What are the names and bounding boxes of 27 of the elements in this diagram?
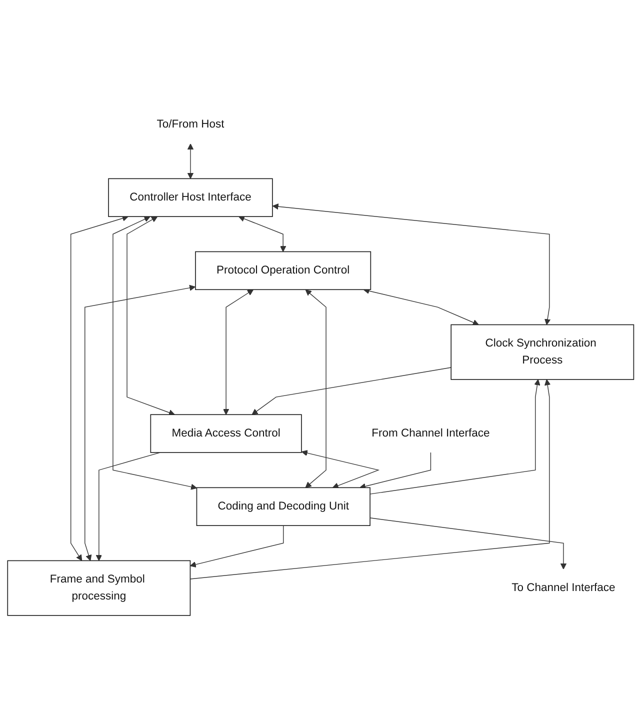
arrow xyxy=(222,290,254,416)
arrow xyxy=(305,290,326,488)
node-box: Coding and Decoding Unit xyxy=(196,488,370,526)
arrow xyxy=(126,216,175,416)
arrow xyxy=(96,452,160,562)
arrow xyxy=(370,518,567,570)
arrow xyxy=(190,526,284,568)
arrow xyxy=(272,204,551,326)
arrow xyxy=(363,288,479,326)
arrow xyxy=(370,380,540,495)
node-text: To/From Host xyxy=(156,118,224,131)
arrow xyxy=(252,368,452,416)
node-box: Clock Synchronization Process xyxy=(450,324,634,380)
arrow xyxy=(84,285,196,562)
arrow xyxy=(187,144,194,180)
node-box: Media Access Control xyxy=(150,414,302,454)
node-text: To Channel Interface xyxy=(512,582,616,594)
arrow xyxy=(112,216,197,490)
arrow xyxy=(301,450,380,489)
arrow xyxy=(238,216,286,252)
arrow xyxy=(360,452,432,490)
arrow xyxy=(70,216,128,562)
node-box: Controller Host Interface xyxy=(108,178,273,218)
node-box: Protocol Operation Control xyxy=(195,252,372,290)
arrow xyxy=(190,380,551,580)
node-box: Frame and Symbol processing xyxy=(7,560,191,616)
node-text: From Channel Interface xyxy=(372,428,490,440)
